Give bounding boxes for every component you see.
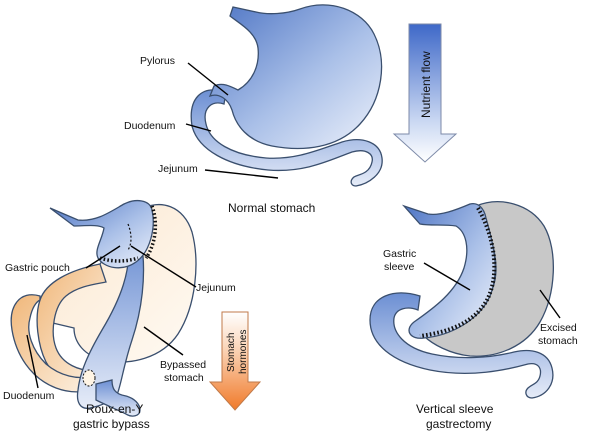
excised-label-line2: stomach: [538, 335, 578, 347]
jejunum-label: Jejunum: [158, 163, 198, 175]
roux-jejunum-leader: [130, 245, 197, 288]
stomach-hormones-arrow: Stomach hormones: [208, 311, 262, 411]
pylorus-label: Pylorus: [140, 55, 175, 67]
gastric-sleeve-label-line2: sleeve: [384, 261, 415, 273]
roux-caption-line2: gastric bypass: [73, 417, 150, 431]
normal-intestine: [190, 89, 383, 187]
vertical-sleeve-figure: Gastric sleeve Excised stomach Vertical …: [369, 201, 578, 431]
gastric-pouch-leader: [85, 245, 121, 269]
roux-jejunum-label: Jejunum: [196, 282, 236, 294]
roux-gastric-pouch: [49, 199, 154, 269]
excised-stomach-leader: [539, 289, 561, 319]
bypassed-label-line1: Bypassed: [160, 359, 206, 371]
bypassed-stomach-leader: [143, 326, 184, 356]
gastric-pouch-label: Gastric pouch: [5, 262, 70, 274]
excised-label-line1: Excised: [540, 322, 577, 334]
normal-stomach-caption: Normal stomach: [228, 201, 315, 215]
gastric-sleeve: [401, 202, 496, 339]
sleeve-intestine: [369, 292, 554, 399]
normal-pylorus-leader: [187, 62, 229, 96]
nutrient-flow-label: Nutrient flow: [419, 51, 433, 118]
normal-stomach-figure: Pylorus Duodenum Jejunum Normal stomach: [124, 4, 383, 215]
bypassed-label-line2: stomach: [164, 372, 204, 384]
nutrient-flow-arrow: Nutrient flow: [392, 23, 458, 163]
roux-duodenum-leader: [26, 334, 39, 389]
gastric-sleeve-leader: [423, 262, 471, 291]
roux-limb: [76, 238, 145, 409]
roux-limb-tail: [95, 379, 141, 417]
normal-jejunum-leader: [204, 169, 279, 179]
sleeve-caption-line2: gastrectomy: [426, 417, 491, 431]
roux-caption-line1: Roux-en-Y: [86, 402, 143, 416]
sleeve-caption-line1: Vertical sleeve: [416, 402, 494, 416]
duodenum-label: Duodenum: [124, 120, 176, 132]
roux-duodenum-label: Duodenum: [3, 390, 55, 402]
roux-en-y-figure: Gastric pouch Jejunum Bypassed stomach D…: [3, 199, 236, 431]
hormones-label-line2: hormones: [238, 330, 249, 374]
gastric-sleeve-label-line1: Gastric: [383, 248, 416, 260]
hormones-label-line1: Stomach: [226, 333, 237, 372]
normal-duodenum-leader: [185, 123, 212, 132]
normal-stomach-body: [208, 4, 383, 150]
